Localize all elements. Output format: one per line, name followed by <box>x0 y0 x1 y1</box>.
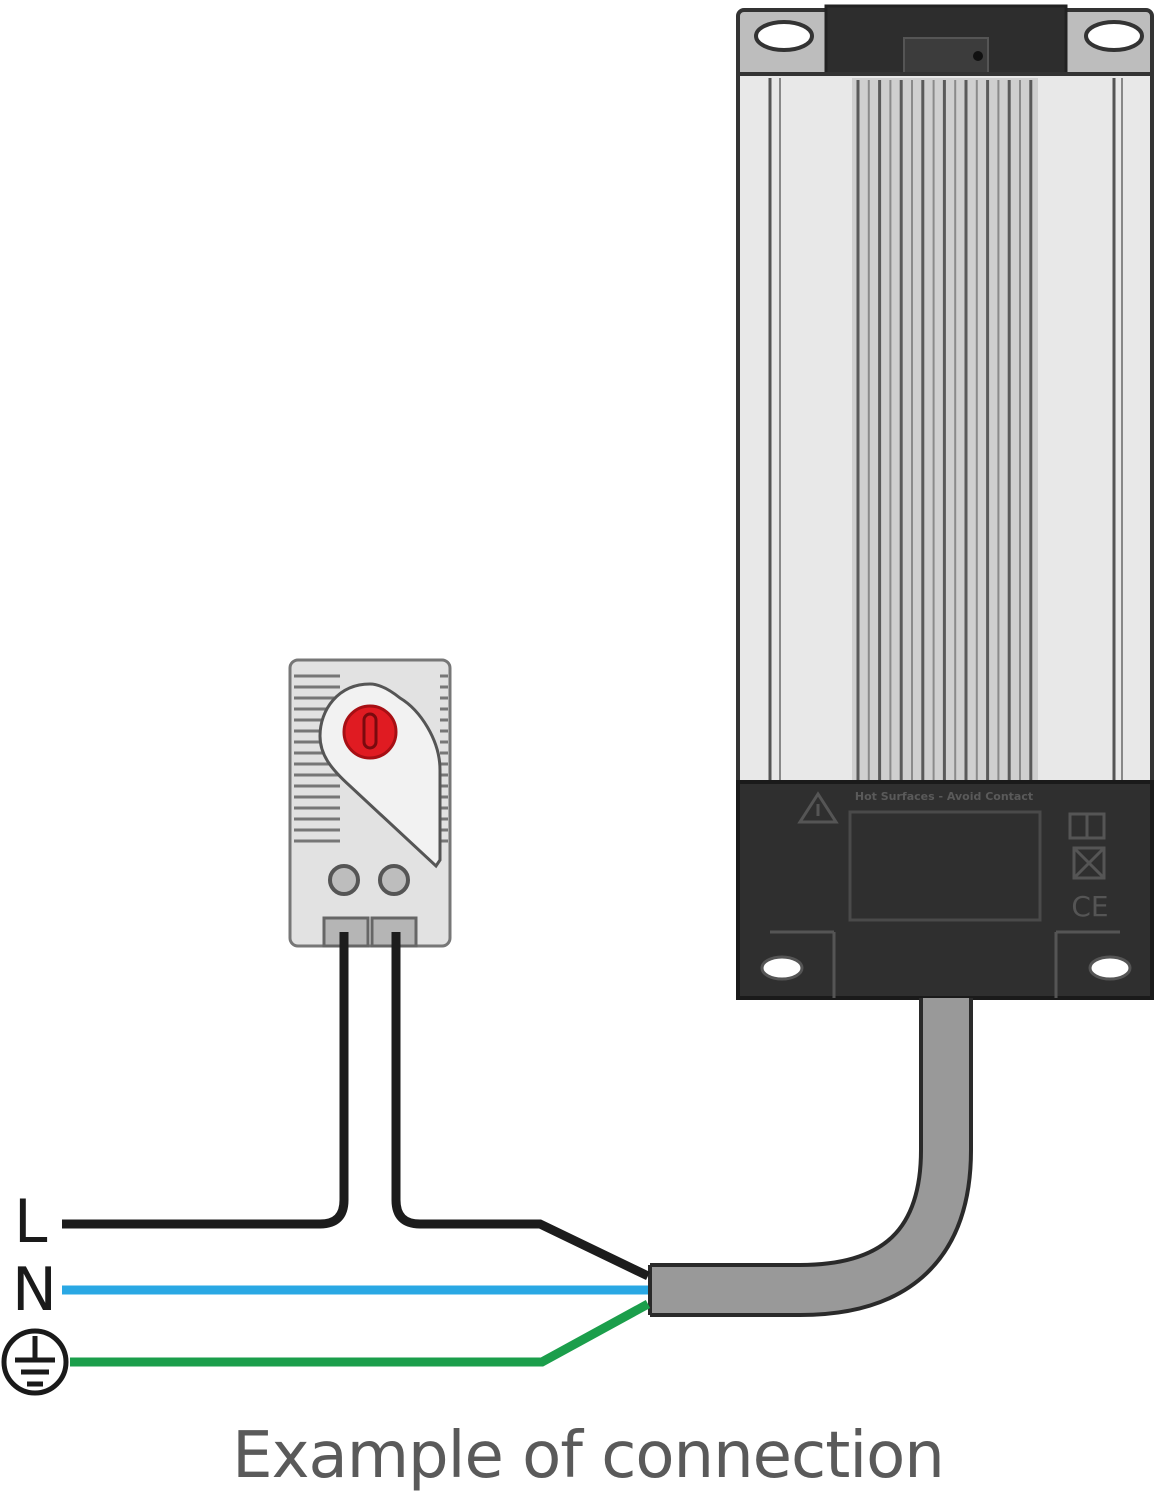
heater-base: Hot Surfaces - Avoid Contact CE <box>736 780 1154 1000</box>
heater-fins <box>856 80 1033 784</box>
live-wire <box>62 932 349 1229</box>
heater-top-bracket <box>736 4 1154 82</box>
mounting-hole-bottom-left <box>760 955 804 981</box>
switched-wire <box>391 932 650 1281</box>
earth-ground-icon <box>1 1328 69 1396</box>
ce-mark: CE <box>1071 890 1108 923</box>
neutral-wire-label: N <box>12 1255 57 1325</box>
earth-wire <box>70 1300 651 1367</box>
thermostat-dial <box>342 704 398 760</box>
terminal-screw-left <box>328 864 360 896</box>
heater: Hot Surfaces - Avoid Contact CE <box>736 4 1154 1000</box>
terminal-screw-right <box>378 864 410 896</box>
crossed-bin-icon <box>1072 846 1106 880</box>
mounting-hole-top-left <box>754 20 814 52</box>
heater-cable <box>648 998 973 1317</box>
thermostat <box>288 658 452 948</box>
hot-surface-warning-icon <box>797 791 839 824</box>
read-manual-icon <box>1068 812 1106 840</box>
live-wire-label: L <box>14 1187 48 1257</box>
mounting-hole-bottom-right <box>1088 955 1132 981</box>
heater-body <box>736 72 1154 788</box>
mounting-hole-top-right <box>1084 20 1144 52</box>
warning-text: Hot Surfaces - Avoid Contact <box>855 790 1033 803</box>
diagram-caption: Example of connection <box>232 1419 945 1493</box>
